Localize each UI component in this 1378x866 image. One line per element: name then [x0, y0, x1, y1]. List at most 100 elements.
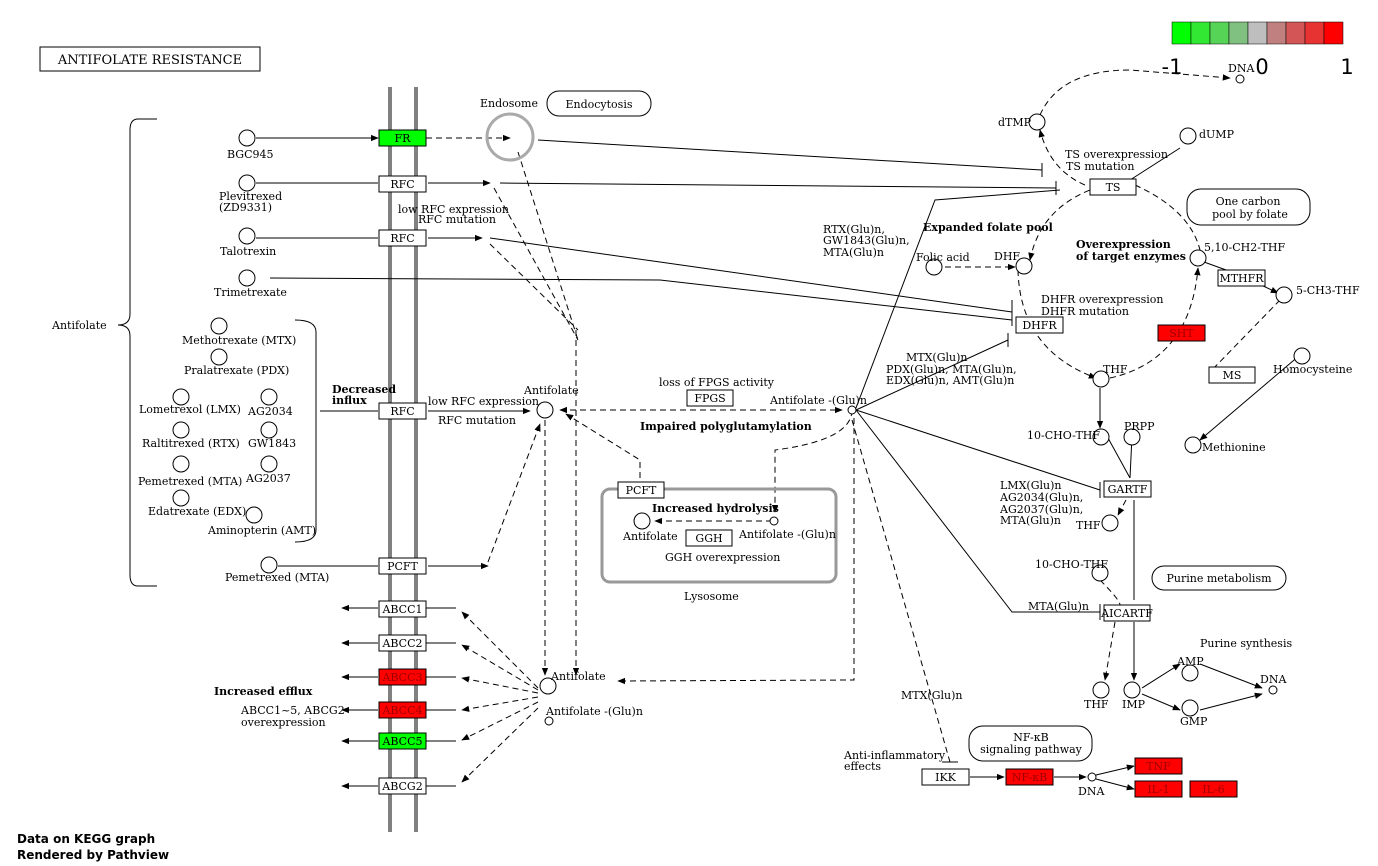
gene-box-gartf[interactable]	[1103, 480, 1152, 498]
gene-aicartf[interactable]: AICARTF	[1100, 604, 1153, 622]
compound-efflux-antifolate[interactable]	[539, 677, 557, 695]
gene-fpgs[interactable]: FPGS	[686, 389, 734, 407]
gene-box-sht[interactable]	[1157, 324, 1206, 342]
compound-amp[interactable]	[1181, 664, 1199, 682]
gene-nfkb[interactable]: NF-κB	[1005, 768, 1054, 786]
gene-box-fr[interactable]	[378, 129, 427, 147]
gene-box-abcc1[interactable]	[378, 600, 427, 618]
gene-box-ikk[interactable]	[921, 768, 970, 786]
compound-lyso-antifolate[interactable]	[633, 512, 651, 530]
compound-lyso-antifolate-glu[interactable]	[769, 516, 779, 526]
compound-cho-thf-2[interactable]	[1091, 564, 1109, 582]
gene-ikk[interactable]: IKK	[921, 768, 970, 786]
gene-abcg2[interactable]: ABCG2	[378, 777, 427, 795]
compound-lmx[interactable]	[172, 388, 190, 406]
gene-box-pcft2[interactable]	[617, 481, 665, 499]
label-increased-hydrolysis: Increased hydrolysis	[652, 502, 779, 515]
gene-box-fpgs[interactable]	[686, 389, 734, 407]
gene-pcft1[interactable]: PCFT	[378, 557, 427, 575]
gene-box-il1[interactable]	[1134, 780, 1183, 798]
gene-il1[interactable]: IL-1	[1134, 780, 1183, 798]
compound-dna-top[interactable]	[1235, 74, 1245, 84]
gene-gartf[interactable]: GARTF	[1103, 480, 1152, 498]
compound-plevitrexed[interactable]	[238, 174, 256, 192]
gene-box-rfc3[interactable]	[378, 402, 427, 420]
gene-box-dhfr[interactable]	[1015, 316, 1064, 334]
compound-efflux-antifolate-glu[interactable]	[544, 716, 554, 726]
compound-methionine[interactable]	[1184, 436, 1202, 454]
compound-talotrexin[interactable]	[238, 227, 256, 245]
gene-rfc1[interactable]: RFC	[378, 175, 427, 193]
gene-pcft2[interactable]: PCFT	[617, 481, 665, 499]
compound-ag2037[interactable]	[260, 455, 278, 473]
pathway-nfkb[interactable]	[968, 725, 1093, 762]
compound-rtx[interactable]	[172, 421, 190, 439]
gene-box-pcft1[interactable]	[378, 557, 427, 575]
compound-mta2[interactable]	[260, 556, 278, 574]
gene-box-aicartf[interactable]	[1103, 604, 1151, 622]
gene-box-abcc4[interactable]	[378, 701, 427, 719]
gene-box-nfkb[interactable]	[1005, 768, 1054, 786]
pathway-purine[interactable]	[1151, 565, 1287, 591]
compound-dump[interactable]	[1179, 127, 1197, 145]
compound-ag2034[interactable]	[260, 388, 278, 406]
gene-abcc2[interactable]: ABCC2	[378, 634, 427, 652]
gene-box-abcc5[interactable]	[378, 732, 427, 750]
compound-ch2thf[interactable]	[1189, 249, 1207, 267]
gene-sht[interactable]: SHT	[1157, 324, 1206, 342]
gene-box-rfc1[interactable]	[378, 175, 427, 193]
compound-thf-2[interactable]	[1101, 514, 1119, 532]
pathway-one-carbon[interactable]	[1186, 188, 1311, 226]
gene-ggh[interactable]: GGH	[685, 529, 733, 547]
compound-dna-nfkb[interactable]	[1087, 772, 1097, 782]
compound-bgc945[interactable]	[238, 129, 256, 147]
gene-mthfr[interactable]: MTHFR	[1217, 269, 1266, 287]
compound-trimetrexate[interactable]	[238, 269, 256, 287]
compound-prpp[interactable]	[1123, 428, 1141, 446]
pathway-endocytosis[interactable]	[546, 90, 652, 117]
compound-imp[interactable]	[1123, 681, 1141, 699]
gene-il6[interactable]: IL-6	[1189, 780, 1238, 798]
gene-abcc3[interactable]: ABCC3	[378, 668, 427, 686]
compound-dna-purine[interactable]	[1268, 685, 1278, 695]
gene-fr[interactable]: FR	[378, 129, 427, 147]
label-methionine: Methionine	[1202, 441, 1266, 454]
compound-thf-3[interactable]	[1092, 681, 1110, 699]
gene-rfc2[interactable]: RFC	[378, 229, 427, 247]
compound-homocysteine[interactable]	[1293, 347, 1311, 365]
gene-box-abcc3[interactable]	[378, 668, 427, 686]
compound-mta[interactable]	[172, 455, 190, 473]
gene-dhfr[interactable]: DHFR	[1015, 316, 1064, 334]
gene-box-abcc2[interactable]	[378, 634, 427, 652]
compound-mtx[interactable]	[210, 317, 228, 335]
gene-box-ggh[interactable]	[685, 529, 733, 547]
gene-abcc5[interactable]: ABCC5	[378, 732, 427, 750]
compound-thf[interactable]	[1092, 370, 1110, 388]
gene-box-ms[interactable]	[1208, 366, 1256, 384]
compound-ch3thf[interactable]	[1275, 286, 1293, 304]
compound-dtmp[interactable]	[1028, 113, 1046, 131]
gene-abcc1[interactable]: ABCC1	[378, 600, 427, 618]
gene-tnf[interactable]: TNF	[1134, 757, 1183, 775]
gene-box-tnf[interactable]	[1134, 757, 1183, 775]
gene-box-ts[interactable]	[1089, 178, 1137, 196]
gene-box-il6[interactable]	[1189, 780, 1238, 798]
gene-rfc3[interactable]: RFC	[378, 402, 427, 420]
compound-antifolate-in[interactable]	[536, 401, 554, 419]
compound-dhf[interactable]	[1015, 257, 1033, 275]
gene-box-mthfr[interactable]	[1217, 269, 1266, 287]
gene-box-rfc2[interactable]	[378, 229, 427, 247]
compound-cho-thf-1[interactable]	[1092, 428, 1110, 446]
compound-amt[interactable]	[245, 506, 263, 524]
compound-edx[interactable]	[172, 489, 190, 507]
gene-ms[interactable]: MS	[1208, 366, 1256, 384]
compound-antifolate-glu[interactable]	[847, 405, 857, 415]
gene-ts[interactable]: TS	[1089, 178, 1137, 196]
compound-gw1843[interactable]	[260, 421, 278, 439]
compound-pdx[interactable]	[210, 348, 228, 366]
gene-abcc4[interactable]: ABCC4	[378, 701, 427, 719]
compound-gmp[interactable]	[1181, 699, 1199, 717]
gene-box-abcg2[interactable]	[378, 777, 427, 795]
compound-folic-acid[interactable]	[925, 258, 943, 276]
